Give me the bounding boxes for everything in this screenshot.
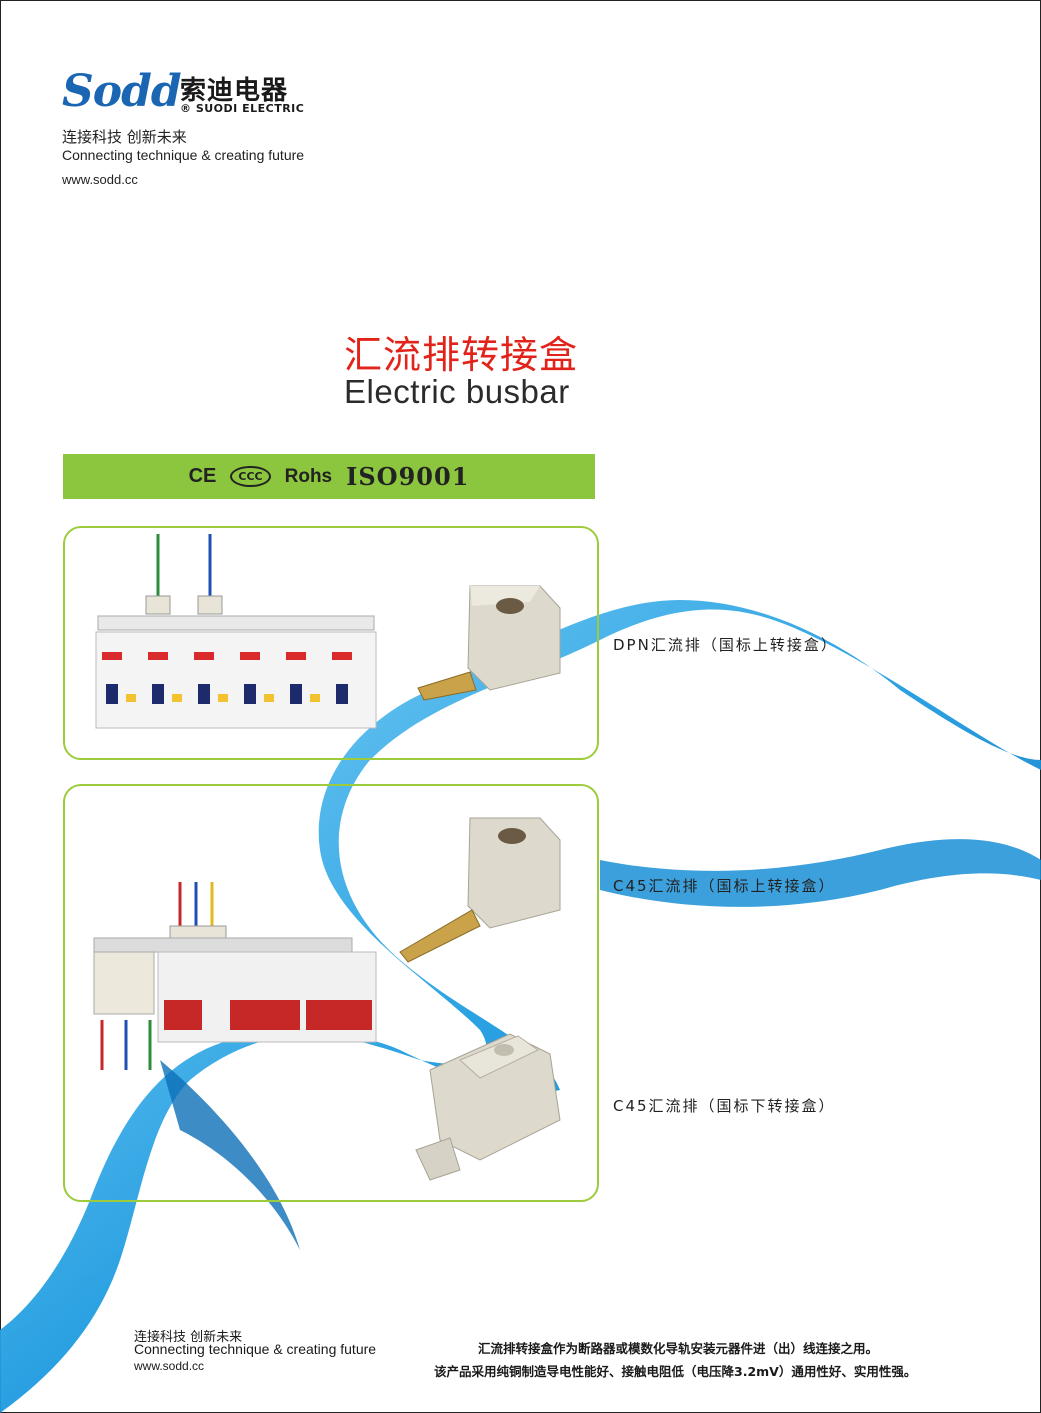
page-title-cn: 汇流排转接盒 — [344, 333, 579, 377]
c45-upper-connector-image — [399, 817, 561, 963]
c45-breaker-assembly-image — [93, 882, 377, 1070]
page-title-en: Electric busbar — [344, 373, 570, 410]
logo-mark: Sodd — [62, 66, 182, 117]
footer-slogan-en: Connecting technique & creating future — [134, 1341, 377, 1357]
slogan-en: Connecting technique & creating future — [62, 147, 305, 163]
c45-lower-connector-image — [415, 1033, 561, 1181]
footer-website: www.sodd.cc — [134, 1359, 205, 1373]
product-frame-c45 — [63, 784, 599, 1202]
product-caption-c45-upper: C45汇流排（国标上转接盒） — [613, 877, 836, 895]
brand-name-en: ® SUODI ELECTRIC — [180, 102, 305, 115]
product-caption-dpn: DPN汇流排（国标上转接盒） — [613, 636, 838, 654]
page-number: 41 — [72, 1330, 110, 1368]
rohs-mark: Rohs — [284, 465, 333, 487]
certification-bar: CE CCC Rohs ISO9001 — [63, 454, 595, 499]
footer-slogan-cn: 连接科技 创新未来 — [134, 1330, 243, 1345]
website: www.sodd.cc — [62, 172, 138, 187]
iso-mark: ISO9001 — [346, 462, 470, 491]
dpn-breaker-assembly-image — [95, 534, 377, 729]
brand-name-cn: 索迪电器 — [180, 76, 289, 106]
product-description-line1: 汇流排转接盒作为断路器或模数化导轨安装元器件进（出）线连接之用。 — [478, 1341, 879, 1356]
product-caption-c45-lower: C45汇流排（国标下转接盒） — [613, 1097, 836, 1115]
ce-mark: CE — [188, 465, 217, 487]
brand-logo: Sodd 索迪电器 ® SUODI ELECTRIC — [62, 66, 322, 122]
dpn-busbar-connector-image — [417, 585, 561, 701]
slogan-cn: 连接科技 创新未来 — [62, 128, 187, 146]
product-description-line2: 该产品采用纯铜制造导电性能好、接触电阻低（电压降3.2mV）通用性好、实用性强。 — [434, 1364, 917, 1379]
page-number-divider — [126, 1328, 129, 1370]
ccc-mark: CCC — [230, 466, 271, 487]
product-frame-dpn — [63, 526, 599, 760]
